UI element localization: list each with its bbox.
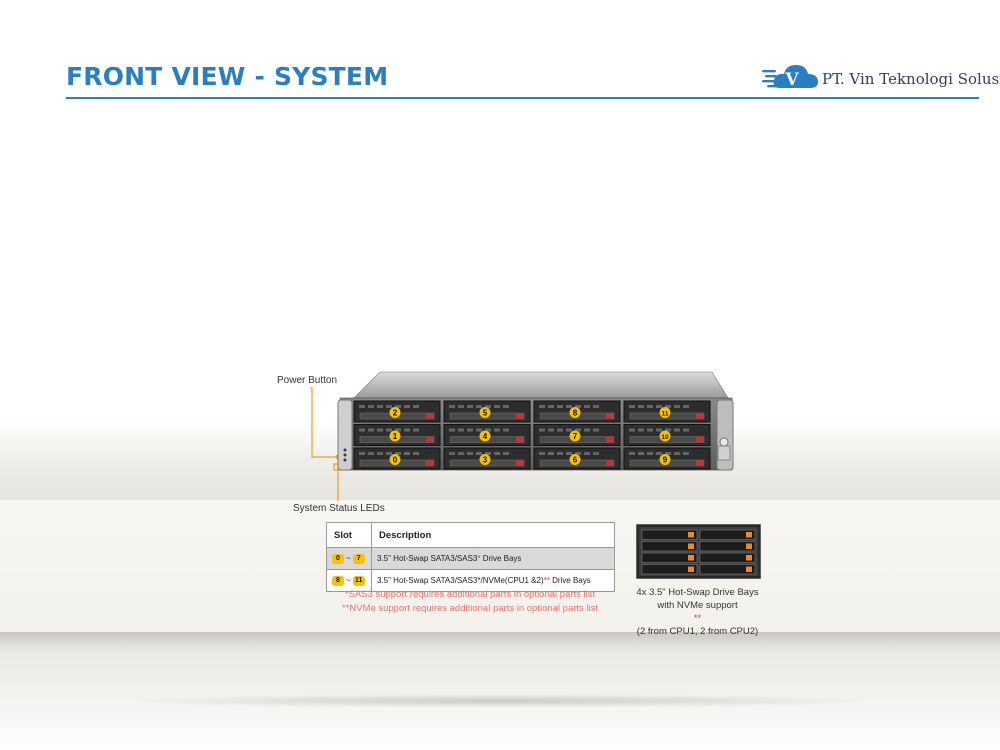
drive-bay: 7 [533,424,621,446]
bay-number-label: 2 [393,409,398,418]
svg-text:V: V [784,70,799,90]
nvme-drive [641,541,698,552]
drive-bay: 4 [443,424,531,446]
slot-table: Slot Description 0 ~ 7 3.5" Hot-Swap SAT… [326,522,615,592]
background-shadow [0,632,1000,656]
nvme-footnote: **NVMe support requires additional parts… [341,603,599,614]
nvme-drive-bays-image [636,524,761,579]
nvme-drive [699,552,756,563]
bay-number-label: 7 [573,432,578,441]
bay-number-badge [659,454,671,465]
nvme-drive [641,552,698,563]
bay-number-badge [479,454,491,465]
company-name: PT. Vin Teknologi Solusi [822,70,1000,88]
nvme-drive [641,529,698,540]
nvme-drive [699,541,756,552]
drive-bay: 5 [443,400,531,423]
nvme-drive [699,529,756,540]
slot-range: 0 ~ 7 [332,553,366,564]
bay-number-label: 6 [573,456,578,465]
bay-number-label: 8 [573,409,578,418]
bay-number-badge [659,430,671,442]
bay-number-label: 9 [663,456,668,465]
power-button-label: Power Button [277,375,338,386]
company-logo: V [762,60,992,94]
drive-bay: 8 [533,400,621,423]
description-column-header: Description [371,522,615,548]
bay-number-label: 5 [483,409,488,418]
bay-number-badge [569,454,581,465]
bay-number-badge [389,454,401,465]
bay-number-badge [479,430,491,442]
bay-number-badge [479,407,491,418]
background-band-bottom [0,656,1000,750]
slot-badge: 11 [352,575,365,586]
cloud-logo-icon: V [762,65,818,90]
slot-badge: 7 [352,553,365,564]
drive-bay: 3 [443,447,531,470]
drive-bay: 6 [533,447,621,470]
table-row: 0 ~ 7 3.5" Hot-Swap SATA3/SAS3* Drive Ba… [326,547,615,570]
nvme-drive [699,564,756,575]
bay-number-badge [569,430,581,442]
bay-number-label: 3 [483,456,488,465]
page-title: FRONT VIEW - SYSTEM [66,62,389,91]
status-leds-label: System Status LEDs [293,503,385,514]
nvme-caption: 4x 3.5" Hot-Swap Drive Bays with NVMe su… [636,587,759,637]
bay-number-label: 11 [662,411,669,418]
bay-number-label: 1 [393,432,398,441]
bay-number-label: 4 [483,432,488,441]
bay-number-badge [389,407,401,418]
bay-number-label: 10 [661,434,669,441]
title-underline [66,97,979,99]
bay-number-badge [659,407,671,418]
bay-number-badge [389,430,401,442]
table-row: 8 ~ 11 3.5" Hot-Swap SATA3/SAS3*/NVMe(CP… [326,569,615,592]
slot-badge: 0 [332,553,344,564]
drive-bay: 1 [353,424,441,446]
bay-number-label: 0 [393,456,398,465]
slot-badge: 8 [332,575,344,586]
drive-bay: 9 [623,447,711,470]
drive-bay: 11 [623,400,711,423]
slot-range: 8 ~ 11 [332,575,366,586]
drive-bay: 10 [623,424,711,446]
slot-description: 3.5" Hot-Swap SATA3/SAS3* Drive Bays [371,547,615,570]
bay-number-badge [569,407,581,418]
sas3-footnote: *SAS3 support requires additional parts … [344,589,596,600]
drive-bay: 0 [353,447,441,470]
nvme-drive [641,564,698,575]
drive-bay: 2 [353,400,441,423]
slot-column-header: Slot [326,522,372,548]
slot-description: 3.5" Hot-Swap SATA3/SAS3*/NVMe(CPU1 &2)*… [371,569,615,592]
